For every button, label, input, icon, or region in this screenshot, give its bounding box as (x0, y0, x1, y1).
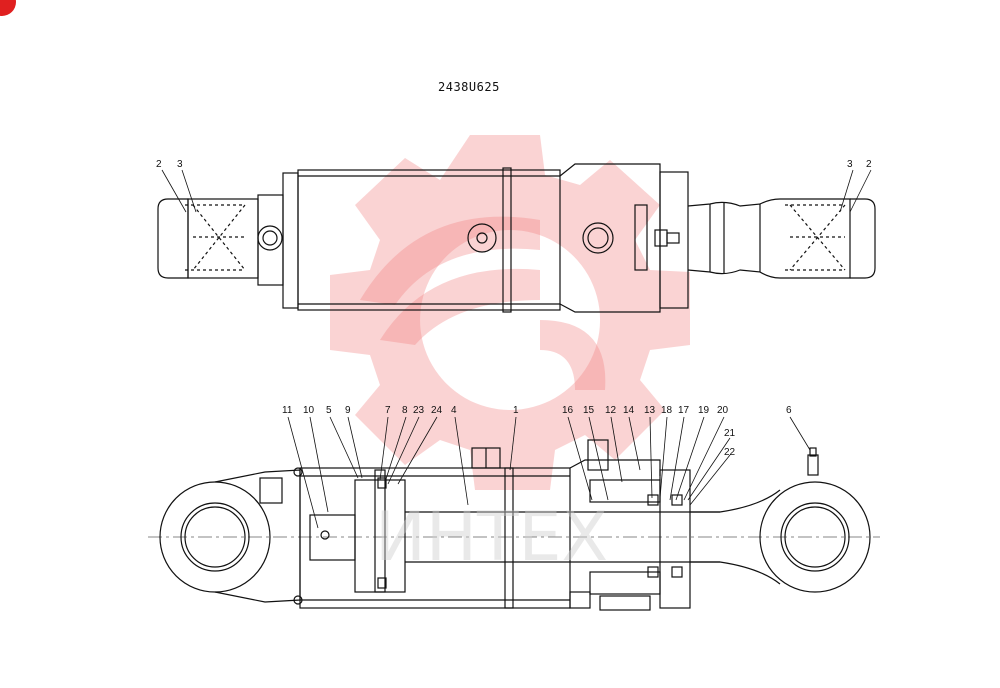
callout-3-left: 3 (177, 159, 183, 170)
callout-11: 11 (282, 405, 293, 416)
top-view-callouts: 2 3 3 2 (156, 159, 872, 170)
callout-1: 1 (513, 405, 519, 416)
callout-15: 15 (583, 405, 595, 416)
callout-2-left: 2 (156, 159, 162, 170)
callout-9: 9 (345, 405, 351, 416)
callout-6: 6 (786, 405, 792, 416)
callout-17: 17 (678, 405, 690, 416)
callout-18: 18 (661, 405, 673, 416)
callout-2-right: 2 (866, 159, 872, 170)
callout-12: 12 (605, 405, 617, 416)
callout-16: 16 (562, 405, 574, 416)
section-view (148, 416, 880, 611)
drawing-number: 2438U625 (438, 80, 500, 94)
callout-13: 13 (644, 405, 656, 416)
callout-21: 21 (724, 428, 736, 439)
callout-19: 19 (698, 405, 710, 416)
corner-mark (0, 0, 16, 16)
callout-5: 5 (326, 405, 332, 416)
top-view (157, 163, 876, 313)
callout-24: 24 (431, 405, 443, 416)
section-view-callouts: 11 10 9 5 7 8 23 24 4 1 16 15 12 14 13 1… (282, 405, 792, 458)
callout-23: 23 (413, 405, 425, 416)
watermark-logo (330, 135, 690, 490)
callout-14: 14 (623, 405, 635, 416)
callout-3-right: 3 (847, 159, 853, 170)
callout-10: 10 (303, 405, 315, 416)
callout-7: 7 (385, 405, 391, 416)
callout-4: 4 (451, 405, 457, 416)
callout-22: 22 (724, 447, 736, 458)
watermark-text: ИНТЕХ (375, 498, 608, 577)
callout-20: 20 (717, 405, 729, 416)
callout-8: 8 (402, 405, 408, 416)
